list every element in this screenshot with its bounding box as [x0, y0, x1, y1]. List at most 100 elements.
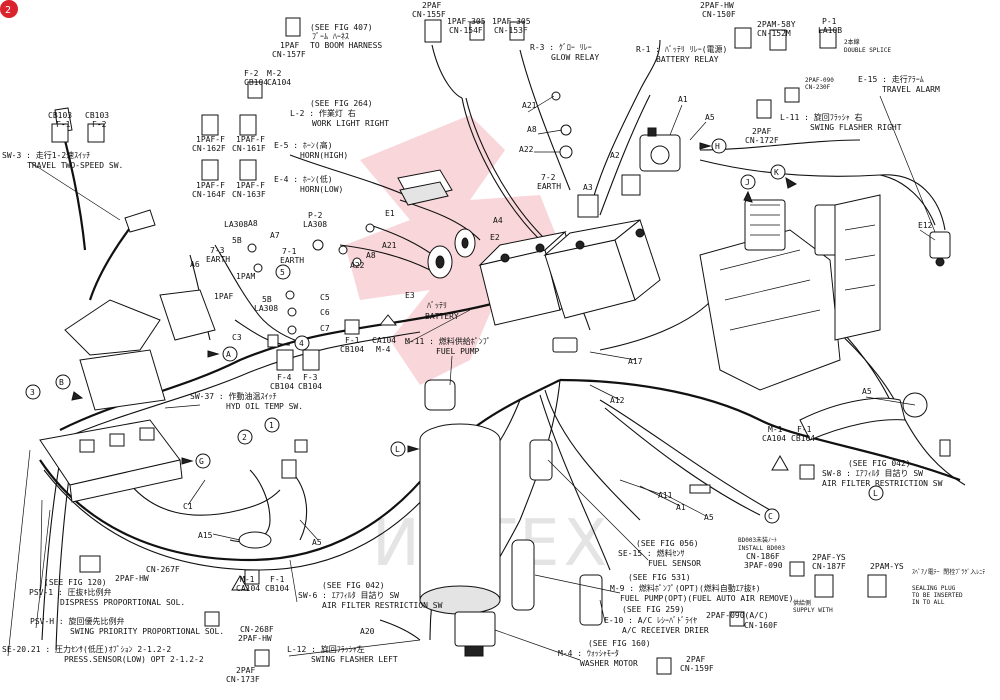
lbl-la308-a: LA308	[224, 220, 248, 229]
lbl-m9-ref: (SEE FIG 531)	[628, 573, 691, 582]
callout-4: 4	[299, 339, 304, 348]
callout-h: H	[715, 142, 720, 151]
lbl-battery-jp: ﾊﾞｯﾃﾘ	[427, 301, 447, 310]
lbl-e10-title: E-10 : A/C ﾚｼｰﾊﾞﾄﾞﾗｲﾔ	[604, 616, 697, 625]
lbl-m1f1r-b: F-1	[797, 425, 812, 434]
lbl-e15-en: TRAVEL ALARM	[882, 85, 940, 94]
callout-2: 2	[242, 433, 247, 442]
lbl-sw8-ref: (SEE FIG 042)	[848, 459, 911, 468]
lbl-a17: A17	[628, 357, 643, 366]
callout-1: 1	[269, 421, 274, 430]
lbl-boom-ref: (SEE FIG 407)	[310, 23, 373, 32]
lbl-2paf-155f-a: 2PAF	[422, 1, 441, 10]
lbl-p2-a: P-2	[308, 211, 323, 220]
callout-c: C	[768, 512, 773, 521]
lbl-a1-top: A1	[678, 95, 688, 104]
lbl-1paf305-153f-a: 1PAF-305	[492, 17, 531, 26]
battery-relay	[639, 127, 681, 172]
lbl-1paff-164f-b: CN-164F	[192, 190, 226, 199]
lbl-1paf-157f-a: 1PAF	[280, 41, 299, 50]
lbl-cb103-a: CB103	[48, 111, 72, 120]
lbl-psvh-title: PSV-H : 旋回優先比例弁	[30, 616, 125, 626]
lbl-c1: C1	[183, 502, 193, 511]
solenoid-block	[39, 419, 183, 503]
lbl-f4f3-b: F-3	[303, 373, 318, 382]
lbl-r3-title: R-3 : ｸﾞﾛｰ ﾘﾚｰ	[530, 43, 592, 52]
lbl-a2: A2	[610, 151, 620, 160]
lbl-1paff-164f-a: 1PAF-F	[196, 181, 225, 190]
lbl-earth-71: 7-1	[282, 247, 297, 256]
lbl-se15-ref: (SEE FIG 056)	[636, 539, 699, 548]
lbl-r1-en: BATTERY RELAY	[656, 55, 719, 64]
lbl-l12-en: SWING FLASHER LEFT	[311, 655, 398, 664]
lbl-173f-a: 2PAF	[236, 666, 255, 675]
lbl-a8-left: A8	[248, 219, 258, 228]
callout-l-right: L	[873, 489, 878, 498]
lbl-f1m4-c: CA104	[372, 336, 396, 345]
horn-low	[454, 228, 476, 258]
lbl-supply-en: SUPPLY WITH	[793, 607, 833, 614]
lbl-1paff-162f-a: 1PAF-F	[196, 135, 225, 144]
lbl-sealing-en3: IN TO ALL	[912, 599, 945, 606]
lbl-a1-low: A1	[676, 503, 686, 512]
lbl-sealing-en1: SEALING PLUG	[912, 585, 956, 592]
lbl-a5-low: A5	[704, 513, 714, 522]
lbl-a5-top: A5	[705, 113, 715, 122]
lbl-1paf: 1PAF	[214, 292, 233, 301]
lbl-bd-d: 3PAF-090	[744, 561, 783, 570]
lbl-160f-a: 2PAF-090(A/C)	[706, 611, 769, 620]
horn-high	[427, 245, 453, 279]
lbl-la308-5b2: 5B	[262, 295, 272, 304]
lbl-bd-a: BD003未装ﾉｰﾄ	[738, 536, 777, 544]
lbl-l2-title: L-2 : 作業灯 右	[290, 108, 356, 118]
lbl-sw37-en: HYD OIL TEMP SW.	[226, 402, 303, 411]
lbl-cb103-b: CB103	[85, 111, 109, 120]
ac-receiver-drier	[579, 574, 603, 626]
lbl-e10-en: A/C RECEIVER DRIER	[622, 626, 709, 635]
lbl-1paff-161f-b: CN-161F	[232, 144, 266, 153]
lbl-double-splice-en: DOUBLE SPLICE	[844, 47, 891, 54]
lbl-a21-mid: A21	[382, 241, 397, 250]
lbl-m1f1r-c: CA104	[762, 434, 786, 443]
lbl-1paf305-154f-a: 1PAF-305	[447, 17, 486, 26]
callout-3: 3	[30, 388, 35, 397]
travel-lever	[54, 107, 216, 411]
lbl-160f-b: CN-160F	[744, 621, 778, 630]
lbl-267f-b: 2PAF-HW	[115, 574, 149, 583]
lbl-a4: A4	[493, 216, 503, 225]
callout-b: B	[59, 378, 64, 387]
lbl-m9-title: M-9 : 燃料ﾎﾟﾝﾌﾟ(OPT)(燃料自動ｴｱ抜ｷ)	[610, 583, 761, 593]
lbl-e4-title: E-4 : ﾎｰﾝ(低)	[274, 174, 333, 184]
lbl-sw8-en: AIR FILTER RESTRICTION SW	[822, 479, 943, 488]
lbl-bd-b: INSTALL BD003	[738, 545, 785, 552]
lbl-1paff-163f-b: CN-163F	[232, 190, 266, 199]
lbl-173f-b: CN-173F	[226, 675, 260, 684]
lbl-m1f1r-d: CB104	[791, 434, 815, 443]
lbl-sealing-jp: ｽﾍﾟｱ/電ﾃｰ 閉栓ﾌﾟﾗｸﾞ入ﾚﾆﾃ	[912, 568, 985, 576]
lbl-sw3-en: TRAVEL TWO-SPEED SW.	[27, 161, 123, 170]
lbl-e5-en: HORN(HIGH)	[300, 151, 348, 160]
lbl-f1m4-d: M-4	[376, 345, 391, 354]
relay-a2	[621, 174, 641, 196]
lbl-1pam: 1PAM	[236, 272, 255, 281]
lbl-f2m2-c: CB104	[244, 78, 268, 87]
callout-a: A	[226, 350, 231, 359]
relay-a3	[577, 194, 599, 218]
lbl-psv1-title: PSV-1 : 圧抜ｷ比例弁	[29, 587, 112, 597]
lbl-2paf-172f-b: CN-172F	[745, 136, 779, 145]
lbl-battery-en: BATTERY	[425, 312, 459, 321]
lbl-a22-top: A22	[519, 145, 534, 154]
fuel-filter-assembly	[419, 379, 553, 615]
lbl-c7: C7	[320, 324, 330, 333]
lbl-earth-72: 7-2	[541, 173, 556, 182]
lbl-e2: E2	[490, 233, 500, 242]
lbl-earth-71-en: EARTH	[280, 256, 304, 265]
lbl-psv1-en: DISPRESS PROPORTIONAL SOL.	[60, 598, 185, 607]
lbl-m1f1r-a: M-1	[768, 425, 783, 434]
lbl-267f-a: CN-267F	[146, 565, 180, 574]
lbl-a6-left: A6	[190, 260, 200, 269]
lbl-l2-en: WORK LIGHT RIGHT	[312, 119, 389, 128]
lbl-2pam-ys: 2PAM-YS	[870, 562, 904, 571]
lbl-earth-72-en: EARTH	[537, 182, 561, 191]
lbl-earth-73: 7-3	[210, 246, 225, 255]
